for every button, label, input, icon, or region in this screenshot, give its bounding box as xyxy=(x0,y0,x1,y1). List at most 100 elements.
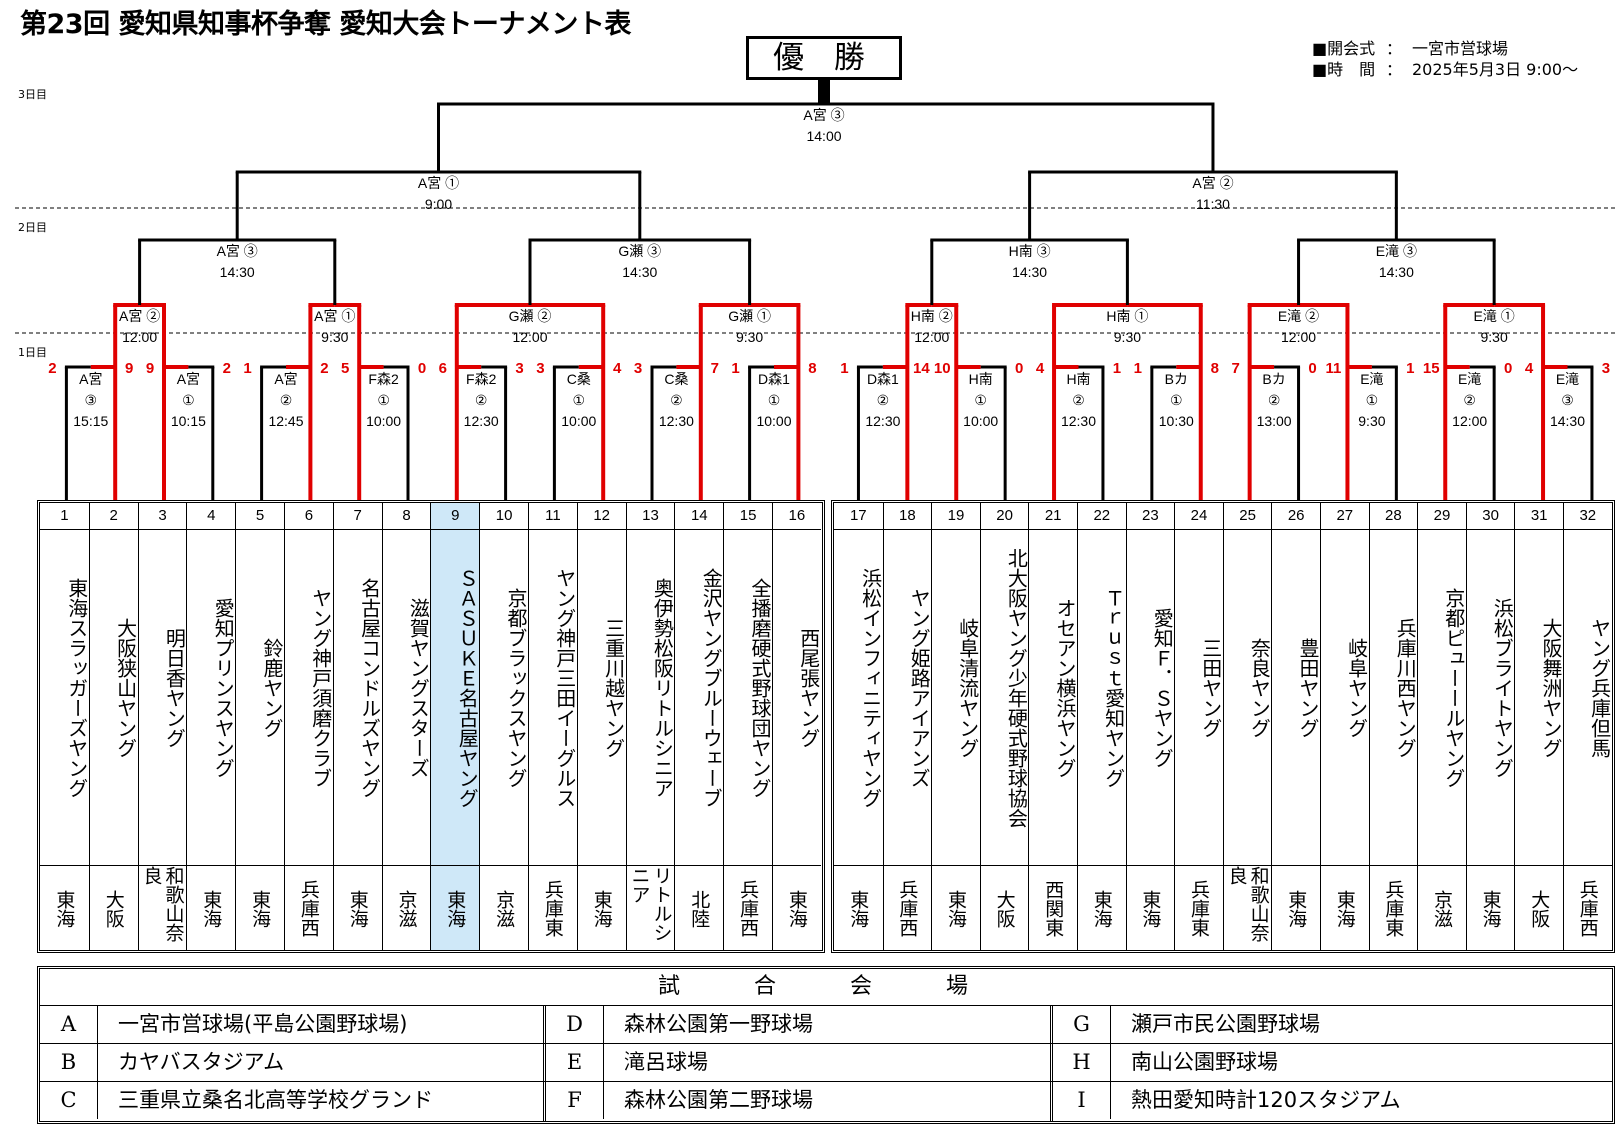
team-number: 17 xyxy=(834,503,883,530)
team-name-wrap: 岐阜清流ヤング xyxy=(932,533,980,843)
match-venue: F森2 xyxy=(466,371,497,387)
team-number: 28 xyxy=(1369,503,1418,530)
team-region-wrap: 東海 xyxy=(431,865,480,951)
score-right: 7 xyxy=(710,360,719,377)
match-time: 14:30 xyxy=(219,264,255,280)
match-court: ① xyxy=(182,392,195,408)
team-region: 大阪 xyxy=(102,889,125,928)
team-name-wrap: 三田ヤング xyxy=(1175,533,1223,843)
score-right: 9 xyxy=(125,360,134,377)
match-venue: A宮 xyxy=(176,371,201,387)
info-value: 2025年5月3日 9:00～ xyxy=(1412,60,1579,79)
venue-letter: F xyxy=(546,1081,604,1119)
team-region: 東海 xyxy=(590,889,613,928)
match-time: 10:00 xyxy=(561,413,597,429)
team-region: 東海 xyxy=(785,889,808,928)
team-number: 9 xyxy=(431,503,480,530)
team-name-wrap: ＳＡＳＵＫＥ名古屋ヤング xyxy=(431,533,479,843)
match-venue: A宮 ① xyxy=(417,175,460,191)
team-name: 奥伊勢松阪リトルシニア xyxy=(650,578,675,798)
match-venue: E滝 ③ xyxy=(1375,243,1417,259)
team-region-wrap: リトルシニア xyxy=(626,865,675,951)
team-region-wrap: 和歌山奈良 xyxy=(1223,865,1272,951)
match-time: 15:15 xyxy=(73,413,109,429)
team-number: 8 xyxy=(382,503,431,530)
team-name: 岐阜清流ヤング xyxy=(955,618,980,758)
team-name: 全播磨硬式野球団ヤング xyxy=(747,578,772,798)
team-name-wrap: ヤング姫路アイアンズ xyxy=(884,533,931,843)
score-left: 9 xyxy=(145,360,155,377)
match-time: 12:30 xyxy=(1060,413,1097,429)
score-right: 2 xyxy=(320,360,329,377)
match-venue: Bカ xyxy=(1262,371,1286,387)
team-name-wrap: Ｔｒｕｓｔ愛知ヤング xyxy=(1078,533,1126,843)
team-region-wrap: 東海 xyxy=(1466,865,1515,951)
team-region-wrap: 北陸 xyxy=(675,865,724,951)
venue-column-separator xyxy=(1050,1005,1053,1121)
match-court: ① xyxy=(572,392,586,408)
match-time: 10:00 xyxy=(756,413,792,429)
event-info: ■開会式：一宮市営球場 ■時 間：2025年5月3日 9:00～ xyxy=(1312,38,1578,80)
team-region-wrap: 京滋 xyxy=(1418,865,1466,951)
team-region-wrap: 東海 xyxy=(333,865,382,951)
match-venue: D森1 xyxy=(866,371,899,387)
team-number: 1 xyxy=(40,503,89,530)
venue-name: カヤバスタジアム xyxy=(118,1050,285,1074)
match-venue: C桑 xyxy=(566,371,591,387)
team-region-wrap: 兵庫東 xyxy=(529,865,577,951)
match-venue: A宮 ② xyxy=(1192,175,1234,191)
match-time: 9:30 xyxy=(1358,413,1386,429)
team-region: 東海 xyxy=(444,889,467,928)
match-time: 14:30 xyxy=(622,264,658,280)
team-region: 東海 xyxy=(1285,889,1308,928)
score-right: 4 xyxy=(613,360,622,377)
score-left: 1 xyxy=(731,360,740,377)
team-number: 29 xyxy=(1418,503,1466,530)
score-left: 11 xyxy=(1325,360,1342,377)
score-right: 2 xyxy=(222,360,231,377)
match-venue: A宮 ② xyxy=(118,308,161,324)
match-court: ① xyxy=(974,392,987,408)
match-venue: H南 xyxy=(968,371,993,387)
team-name-wrap: 豊田ヤング xyxy=(1272,533,1320,843)
match-court: ② xyxy=(1463,392,1476,408)
match-venue: E滝 xyxy=(1555,371,1580,387)
venue-name: 森林公園第二野球場 xyxy=(624,1088,813,1112)
team-region: 和歌山奈良 xyxy=(140,866,185,942)
match-time: 14:00 xyxy=(806,128,842,144)
match-time: 12:00 xyxy=(122,329,158,345)
info-time: ■時 間：2025年5月3日 9:00～ xyxy=(1312,59,1578,80)
team-region-wrap: 東海 xyxy=(1126,865,1175,951)
team-name-wrap: オセアン横浜ヤング xyxy=(1029,533,1077,843)
match-court: ② xyxy=(670,392,683,408)
team-number: 15 xyxy=(724,503,772,530)
team-region-wrap: 大阪 xyxy=(89,865,138,951)
team-number: 2 xyxy=(89,503,138,530)
match-court: ② xyxy=(1267,392,1281,408)
team-number: 11 xyxy=(529,503,577,530)
team-region-wrap: 兵庫西 xyxy=(883,865,932,951)
team-number: 32 xyxy=(1564,503,1612,530)
team-number: 23 xyxy=(1126,503,1175,530)
venue-table-title: 試 合 会 場 xyxy=(40,969,1612,1006)
match-time: 10:30 xyxy=(1158,413,1194,429)
team-name-wrap: 大阪狭山ヤング xyxy=(90,533,138,843)
